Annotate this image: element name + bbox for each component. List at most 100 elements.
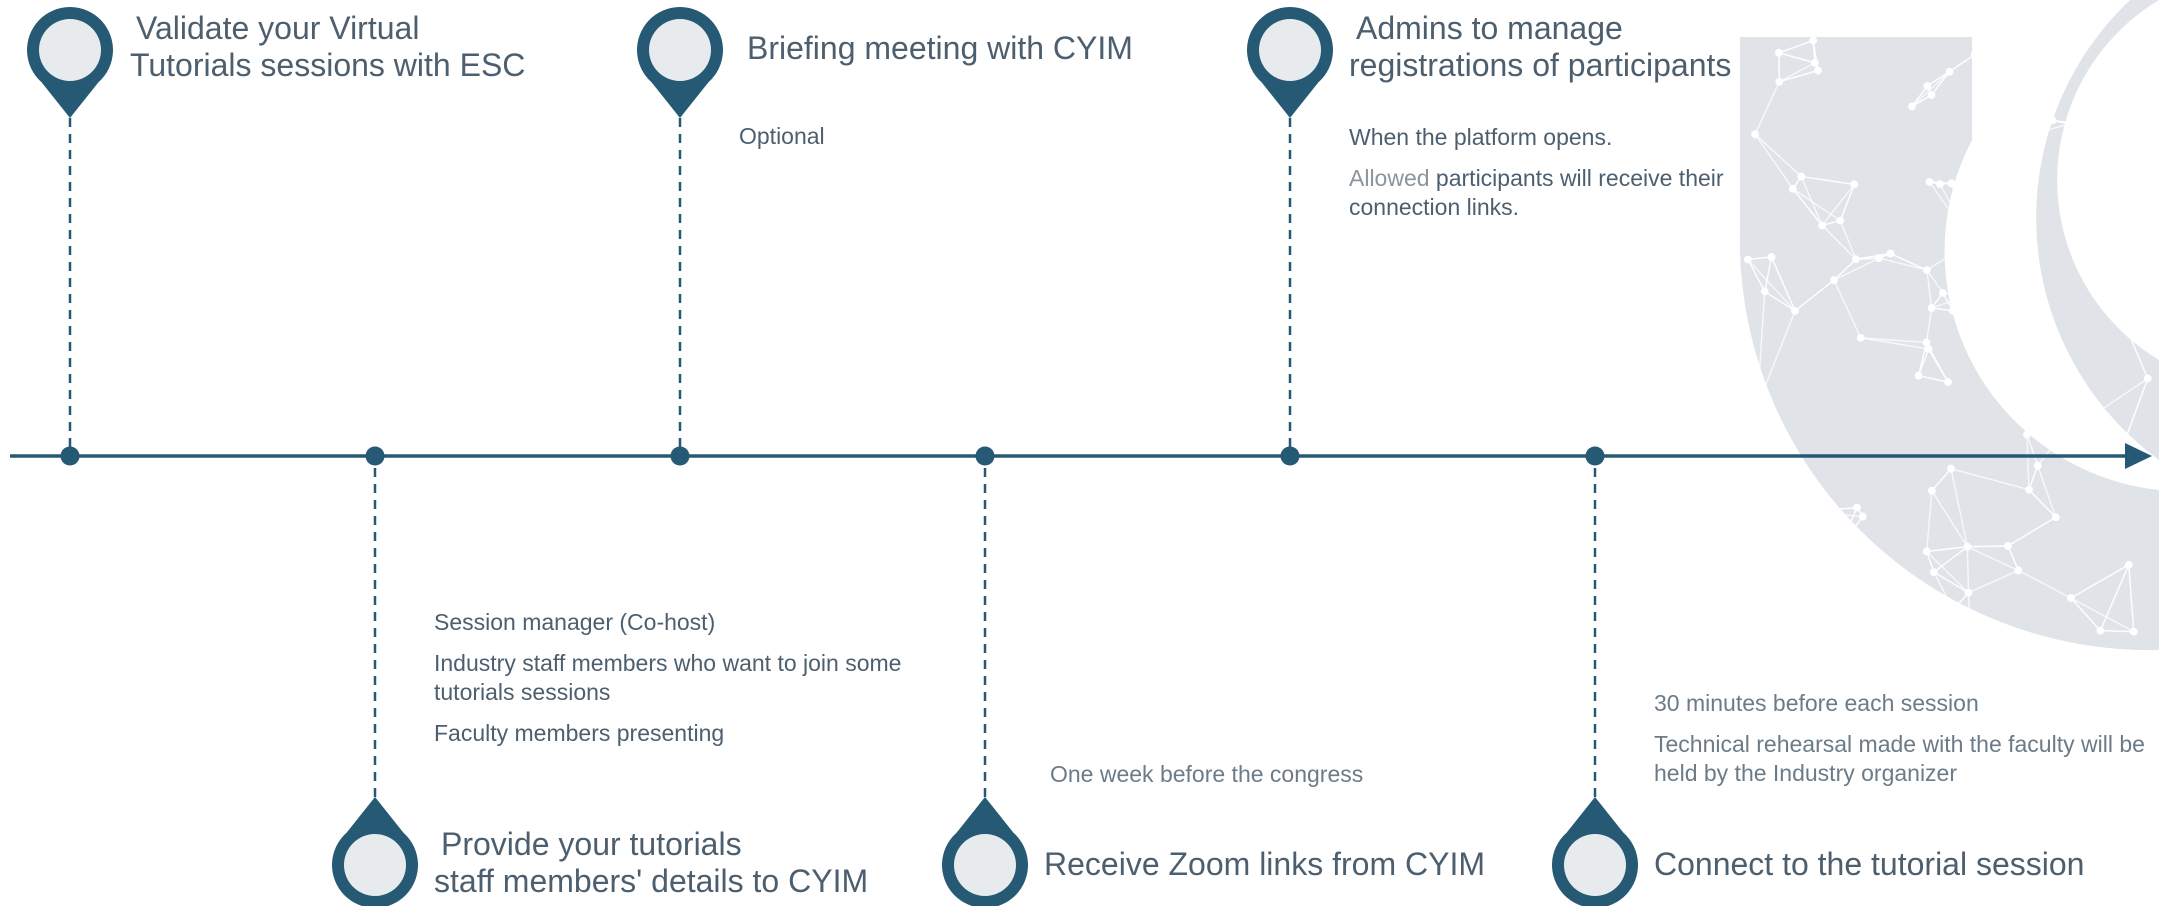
- network-node: [1778, 640, 1786, 649]
- pin-inner-circle: [39, 19, 101, 81]
- detail-optional: Optional: [739, 123, 825, 149]
- network-edge: [1926, 270, 1933, 309]
- network-edge: [1754, 133, 1802, 178]
- milestone-4-title: Receive Zoom links from CYIM: [1044, 846, 1485, 882]
- network-edge: [2037, 437, 2060, 467]
- network-node: [2051, 513, 2060, 522]
- network-edge: [1794, 279, 1835, 312]
- network-edge: [1747, 501, 1779, 577]
- network-edge: [1833, 257, 1880, 281]
- network-edge: [1747, 406, 1758, 502]
- network-edge: [1884, 606, 1936, 631]
- network-node: [1949, 306, 1957, 315]
- network-edge: [1926, 546, 1968, 553]
- network-edge: [1839, 546, 1845, 580]
- network-node: [2011, 274, 2019, 283]
- network-edge: [2023, 122, 2073, 138]
- pin-inner-circle: [649, 19, 711, 81]
- network-edge: [1833, 258, 1857, 281]
- network-edge: [1926, 550, 1970, 594]
- network-edge: [1839, 507, 1858, 547]
- network-edge: [1933, 571, 1969, 594]
- network-edge: [1821, 224, 1857, 260]
- network-edge: [1748, 500, 1798, 525]
- network-edge: [1974, 54, 2018, 88]
- network-edge: [1764, 290, 1796, 312]
- network-node: [1753, 402, 1762, 411]
- timeline-dot-2: [365, 446, 385, 466]
- network-edge: [2070, 564, 2130, 599]
- network-edge: [1971, 210, 2024, 243]
- network-node: [2037, 426, 2046, 434]
- milestone-5-title: Admins to manage registrations of partic…: [1349, 10, 1732, 83]
- network-edge: [1974, 54, 2004, 94]
- network-edge: [1860, 337, 1927, 344]
- network-node: [1751, 130, 1760, 139]
- network-edge: [1918, 375, 1949, 383]
- network-edge: [1808, 506, 1857, 513]
- network-edge: [1747, 259, 1766, 292]
- network-node: [1923, 82, 1932, 90]
- network-node: [1836, 542, 1845, 551]
- network-node: [2067, 594, 2075, 602]
- network-edge: [1928, 181, 1973, 242]
- milestone-2-title: Provide your tutorials staff members' de…: [434, 826, 869, 899]
- detail-connection-links: Allowed participants will receive their …: [1349, 165, 1724, 220]
- network-edge: [1934, 592, 1970, 631]
- network-edge: [1770, 256, 1796, 312]
- network-edge: [1821, 183, 1855, 226]
- network-edge: [1792, 188, 1823, 226]
- network-node: [1767, 253, 1776, 261]
- background-arc-shape: [1739, 37, 2159, 651]
- network-edge: [1764, 256, 1773, 292]
- network-edge: [2115, 155, 2142, 202]
- network-edge: [2026, 434, 2030, 490]
- network-edge: [1925, 307, 1933, 343]
- timeline-arrowhead: [2125, 443, 2152, 469]
- network-edge: [1756, 310, 1796, 407]
- network-edge: [2070, 597, 2135, 633]
- network-edge: [1781, 588, 1796, 645]
- pin-inner-circle: [344, 834, 406, 896]
- timeline-dot-3: [670, 446, 690, 466]
- network-edge: [1950, 468, 2030, 491]
- network-edge: [1976, 308, 1989, 338]
- network-edge: [2111, 201, 2117, 294]
- network-edge: [1801, 175, 1855, 186]
- network-node: [2015, 340, 2023, 349]
- network-node: [1775, 77, 1784, 86]
- network-node: [1809, 36, 1818, 45]
- network-edge: [2071, 122, 2141, 157]
- network-edge: [1949, 54, 1975, 73]
- network-edge: [1800, 176, 1823, 226]
- milestone-3-details: Optional: [739, 122, 825, 163]
- network-lines: [1743, 36, 2152, 649]
- milestone-6-details: 30 minutes before each session Technical…: [1654, 689, 2149, 800]
- network-edge: [1860, 337, 1929, 350]
- network-edge: [1779, 69, 1819, 83]
- network-edge: [1748, 500, 1809, 513]
- network-edge: [1812, 40, 1819, 71]
- pin-inner-circle: [1564, 834, 1626, 896]
- network-node: [2143, 374, 2152, 383]
- milestone-6-title: Connect to the tutorial session: [1654, 846, 2085, 882]
- network-edge: [1754, 133, 1794, 190]
- network-edge: [1933, 571, 1972, 645]
- timeline-dot-6: [1585, 446, 1605, 466]
- network-edge: [1890, 252, 1928, 271]
- network-edge: [1967, 545, 2008, 548]
- network-edge: [1934, 629, 1971, 645]
- milestone-4-details: One week before the congress: [1050, 760, 1363, 801]
- milestone-5-details: When the platform opens. Allowed partici…: [1349, 123, 1779, 234]
- network-edge: [1778, 62, 1816, 83]
- network-edge: [2026, 434, 2039, 466]
- network-edge: [1930, 71, 1951, 96]
- network-edge: [2037, 465, 2057, 518]
- network-node: [1947, 464, 1955, 473]
- detail-30-minutes: 30 minutes before each session: [1654, 690, 1979, 716]
- network-edge: [1986, 308, 2020, 345]
- network-edge: [2016, 86, 2054, 121]
- network-node: [1966, 639, 1975, 648]
- network-node: [1856, 333, 1865, 342]
